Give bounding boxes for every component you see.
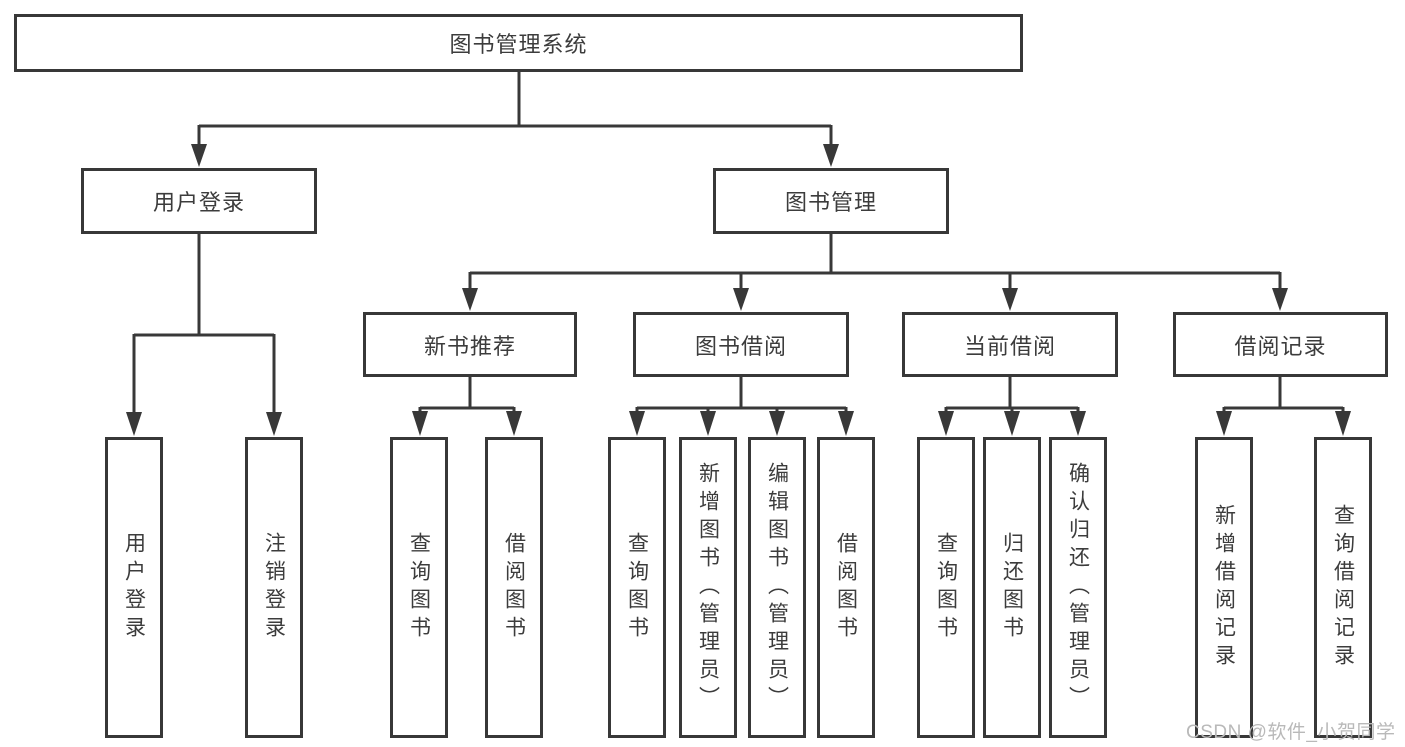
node-label: 查询借阅记录 [1331, 503, 1355, 672]
edges-user-login [126, 234, 282, 436]
node-book-management-system: 图书管理系统 [14, 14, 1023, 72]
arrowhead [266, 412, 282, 436]
leaf-query-borrow-record: 查询借阅记录 [1314, 437, 1372, 738]
arrowhead [838, 411, 854, 436]
csdn-watermark: CSDN @软件_小贺同学 [1186, 722, 1396, 743]
leaf-borrow-books: 借阅图书 [817, 437, 875, 738]
arrowhead [1216, 411, 1232, 436]
node-label: 新增图书（管理员） [696, 461, 720, 714]
edges-book-management [462, 234, 1288, 311]
arrowhead [769, 411, 785, 436]
node-label: 编辑图书（管理员） [765, 461, 789, 714]
node-label: 用户登录 [122, 531, 146, 644]
arrowhead [1272, 288, 1288, 311]
arrowhead [1070, 411, 1086, 436]
arrowhead [700, 411, 716, 436]
node-label: 查询图书 [934, 531, 958, 644]
edges-borrowing-records [1216, 377, 1351, 436]
node-label: 注销登录 [262, 531, 286, 644]
node-new-book-recommend: 新书推荐 [363, 312, 577, 377]
arrowhead [506, 411, 522, 436]
leaf-logout: 注销登录 [245, 437, 303, 738]
leaf-query-books-borrowing: 查询图书 [608, 437, 666, 738]
arrowhead [733, 288, 749, 311]
leaf-borrow-books-recommend: 借阅图书 [485, 437, 543, 738]
node-current-borrowing: 当前借阅 [902, 312, 1118, 377]
node-label: 新书推荐 [423, 333, 516, 359]
node-borrowing-records: 借阅记录 [1173, 312, 1388, 377]
node-label: 图书管理 [784, 190, 877, 215]
edges-new-book-recommend [412, 377, 522, 436]
arrowhead [629, 411, 645, 436]
leaf-add-borrow-record: 新增借阅记录 [1195, 437, 1253, 738]
arrowhead [412, 411, 428, 436]
arrowhead [462, 288, 478, 311]
node-label: 用户登录 [152, 190, 245, 215]
edges-current-borrowing [938, 377, 1086, 436]
node-label: 借阅图书 [502, 531, 526, 644]
node-label: 借阅记录 [1234, 333, 1327, 359]
leaf-confirm-return-admin: 确认归还（管理员） [1049, 437, 1107, 738]
leaf-query-books-current: 查询图书 [917, 437, 975, 738]
node-label: 当前借阅 [963, 333, 1056, 359]
arrowhead [191, 144, 207, 167]
node-label: 图书借阅 [694, 333, 787, 359]
leaf-user-login: 用户登录 [105, 437, 163, 738]
leaf-add-book-admin: 新增图书（管理员） [679, 437, 737, 738]
node-label: 查询图书 [407, 531, 431, 644]
arrowhead [1335, 411, 1351, 436]
node-label: 借阅图书 [834, 531, 858, 644]
node-label: 图书管理系统 [449, 32, 588, 57]
node-label: 归还图书 [1000, 531, 1024, 644]
node-book-borrowing: 图书借阅 [633, 312, 849, 377]
arrowhead [126, 412, 142, 436]
node-user-login: 用户登录 [81, 168, 317, 234]
arrowhead [823, 144, 839, 167]
edges-book-borrowing [629, 377, 854, 436]
leaf-edit-book-admin: 编辑图书（管理员） [748, 437, 806, 738]
leaf-return-books: 归还图书 [983, 437, 1041, 738]
edges-root [191, 72, 839, 167]
node-label: 新增借阅记录 [1212, 503, 1236, 672]
arrowhead [938, 411, 954, 436]
arrowhead [1002, 288, 1018, 311]
node-label: 查询图书 [625, 531, 649, 644]
leaf-query-books-recommend: 查询图书 [390, 437, 448, 738]
arrowhead [1004, 411, 1020, 436]
node-book-management: 图书管理 [713, 168, 949, 234]
node-label: 确认归还（管理员） [1066, 461, 1090, 714]
